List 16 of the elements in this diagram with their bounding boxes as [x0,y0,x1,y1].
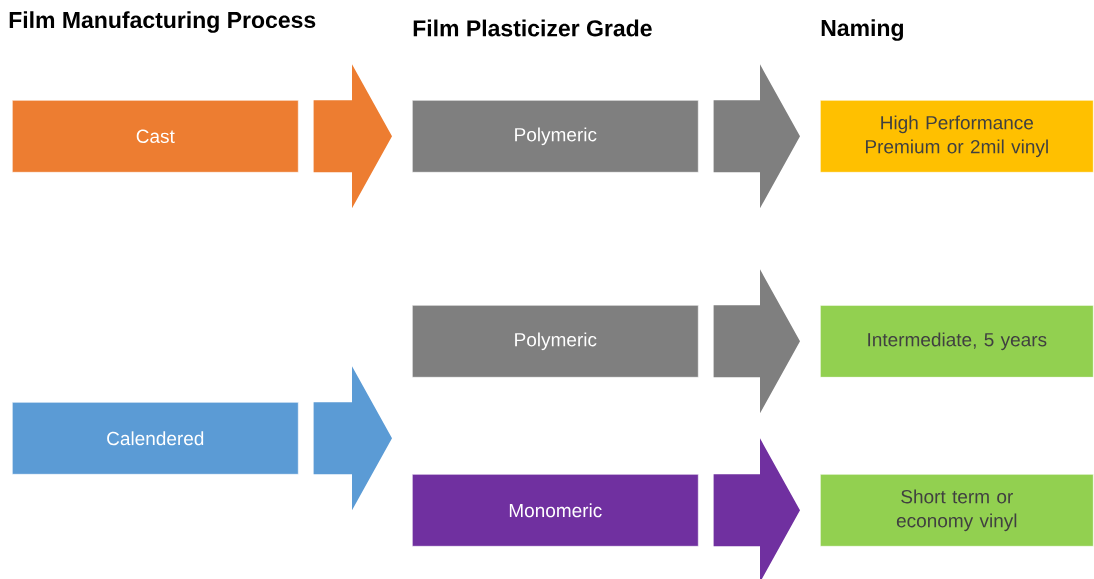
process-box: Calendered [12,402,299,475]
block-arrow [713,269,800,414]
process-box: Intermediate, 5 years [820,305,1094,378]
process-box: Short term or economy vinyl [820,474,1094,547]
process-box: Polymeric [412,305,699,378]
block-arrow [313,366,392,511]
column-heading: Film Manufacturing Process [9,11,316,33]
column-heading: Film Plasticizer Grade [413,19,652,37]
process-box: Monomeric [412,474,699,547]
block-arrow [313,64,392,209]
block-arrow [713,64,800,209]
process-box: High Performance Premium or 2mil vinyl [820,100,1094,173]
process-box: Polymeric [412,100,699,173]
process-box: Cast [12,100,299,173]
column-heading: Naming [821,19,903,41]
block-arrow [713,438,800,579]
